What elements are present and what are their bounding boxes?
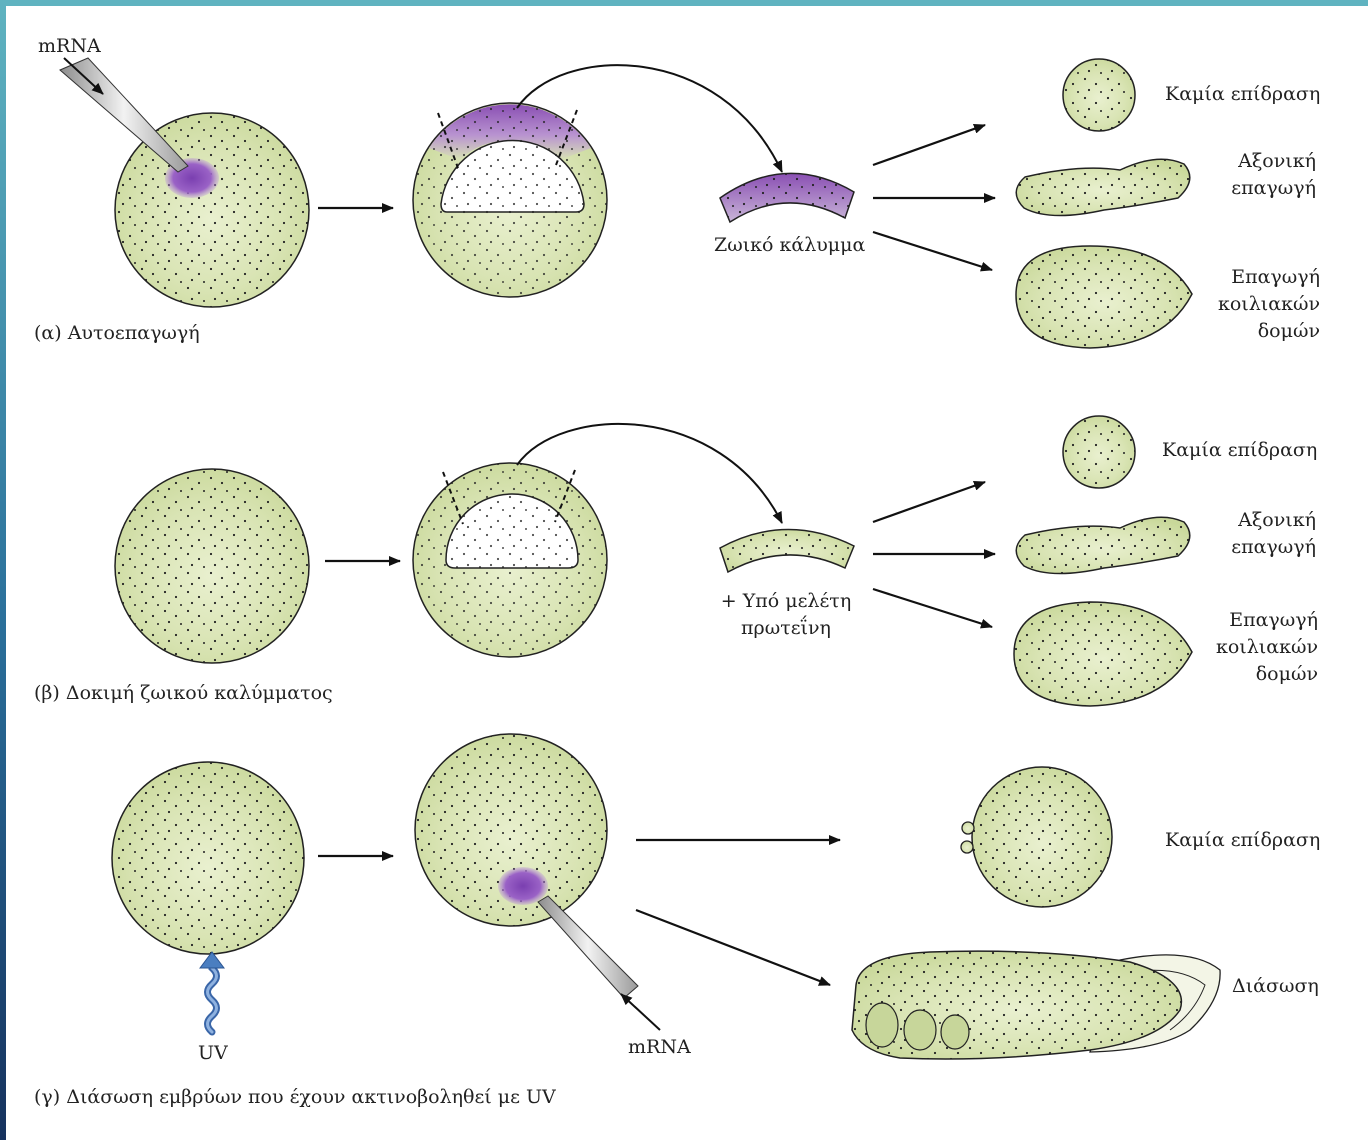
uv-label: UV bbox=[198, 1040, 228, 1067]
mrna-label-a: mRNA bbox=[38, 33, 101, 60]
arrow-c-to-rescue bbox=[636, 910, 830, 985]
panel-c-egg bbox=[112, 762, 304, 954]
panel-b-animal-cap bbox=[720, 529, 854, 572]
panel-c-caption: (γ) Διάσωση εμβρύων που έχουν ακτινοβολη… bbox=[34, 1084, 556, 1111]
mrna-pointer-arrow-c bbox=[621, 994, 660, 1030]
arrow-a-to-ventral bbox=[873, 232, 992, 270]
panel-a-injected-egg bbox=[60, 58, 309, 307]
panel-a-outcome-egg bbox=[1016, 246, 1192, 348]
protein-label-line1: + Υπό μελέτη bbox=[706, 588, 866, 615]
animal-cap-label: Ζωικό κάλυμμα bbox=[714, 232, 865, 259]
arrow-b-to-ventral bbox=[873, 589, 992, 627]
protein-label-line2: πρωτεΐνη bbox=[706, 615, 866, 642]
mrna-label-c: mRNA bbox=[628, 1034, 691, 1061]
panel-a-animal-cap bbox=[720, 173, 854, 222]
panel-a-blastula bbox=[413, 103, 607, 297]
micropipette bbox=[60, 58, 188, 172]
panel-a-ventral-label-line3: δομών bbox=[1258, 318, 1320, 345]
panel-a-caption: (α) Αυτοεπαγωγή bbox=[34, 320, 200, 347]
panel-a-ventral-label-line1: Επαγωγή bbox=[1231, 264, 1320, 291]
panel-c-rescued-tadpole bbox=[852, 951, 1220, 1059]
panel-b-outcome-sphere bbox=[1063, 416, 1135, 488]
panel-a-none-label: Καμία επίδραση bbox=[1165, 81, 1320, 108]
arrow-b-to-none bbox=[873, 482, 985, 522]
panel-c-injected-egg bbox=[415, 734, 638, 998]
panel-c-rescue-label: Διάσωση bbox=[1232, 973, 1319, 1000]
panel-b-blastula bbox=[413, 463, 607, 657]
panel-a-axial-label-line1: Αξονική bbox=[1238, 148, 1316, 175]
panel-b-none-label: Καμία επίδραση bbox=[1162, 437, 1317, 464]
panel-a bbox=[60, 58, 1192, 348]
panel-b bbox=[115, 416, 1192, 706]
panel-b-axial-label-line1: Αξονική bbox=[1238, 507, 1316, 534]
panel-c-outcome-sphere bbox=[961, 767, 1112, 907]
panel-a-ventral-label-line2: κοιλιακών bbox=[1218, 291, 1320, 318]
panel-b-egg bbox=[115, 469, 309, 663]
panel-a-outcome-elongated bbox=[1016, 159, 1190, 215]
panel-b-axial-label-line2: επαγωγή bbox=[1231, 534, 1316, 561]
panel-b-ventral-label-line2: κοιλιακών bbox=[1216, 634, 1318, 661]
panel-b-ventral-label-line3: δομών bbox=[1256, 661, 1318, 688]
panel-b-ventral-label-line1: Επαγωγή bbox=[1229, 607, 1318, 634]
panel-c bbox=[112, 734, 1220, 1059]
panel-a-outcome-sphere bbox=[1063, 59, 1135, 131]
panel-b-outcome-egg bbox=[1014, 602, 1192, 706]
panel-b-outcome-elongated bbox=[1016, 517, 1190, 573]
panel-b-caption: (β) Δοκιμή ζωικού καλύμματος bbox=[34, 680, 333, 707]
panel-a-axial-label-line2: επαγωγή bbox=[1231, 175, 1316, 202]
panel-c-none-label: Καμία επίδραση bbox=[1165, 827, 1320, 854]
arrow-a-to-none bbox=[873, 125, 985, 165]
